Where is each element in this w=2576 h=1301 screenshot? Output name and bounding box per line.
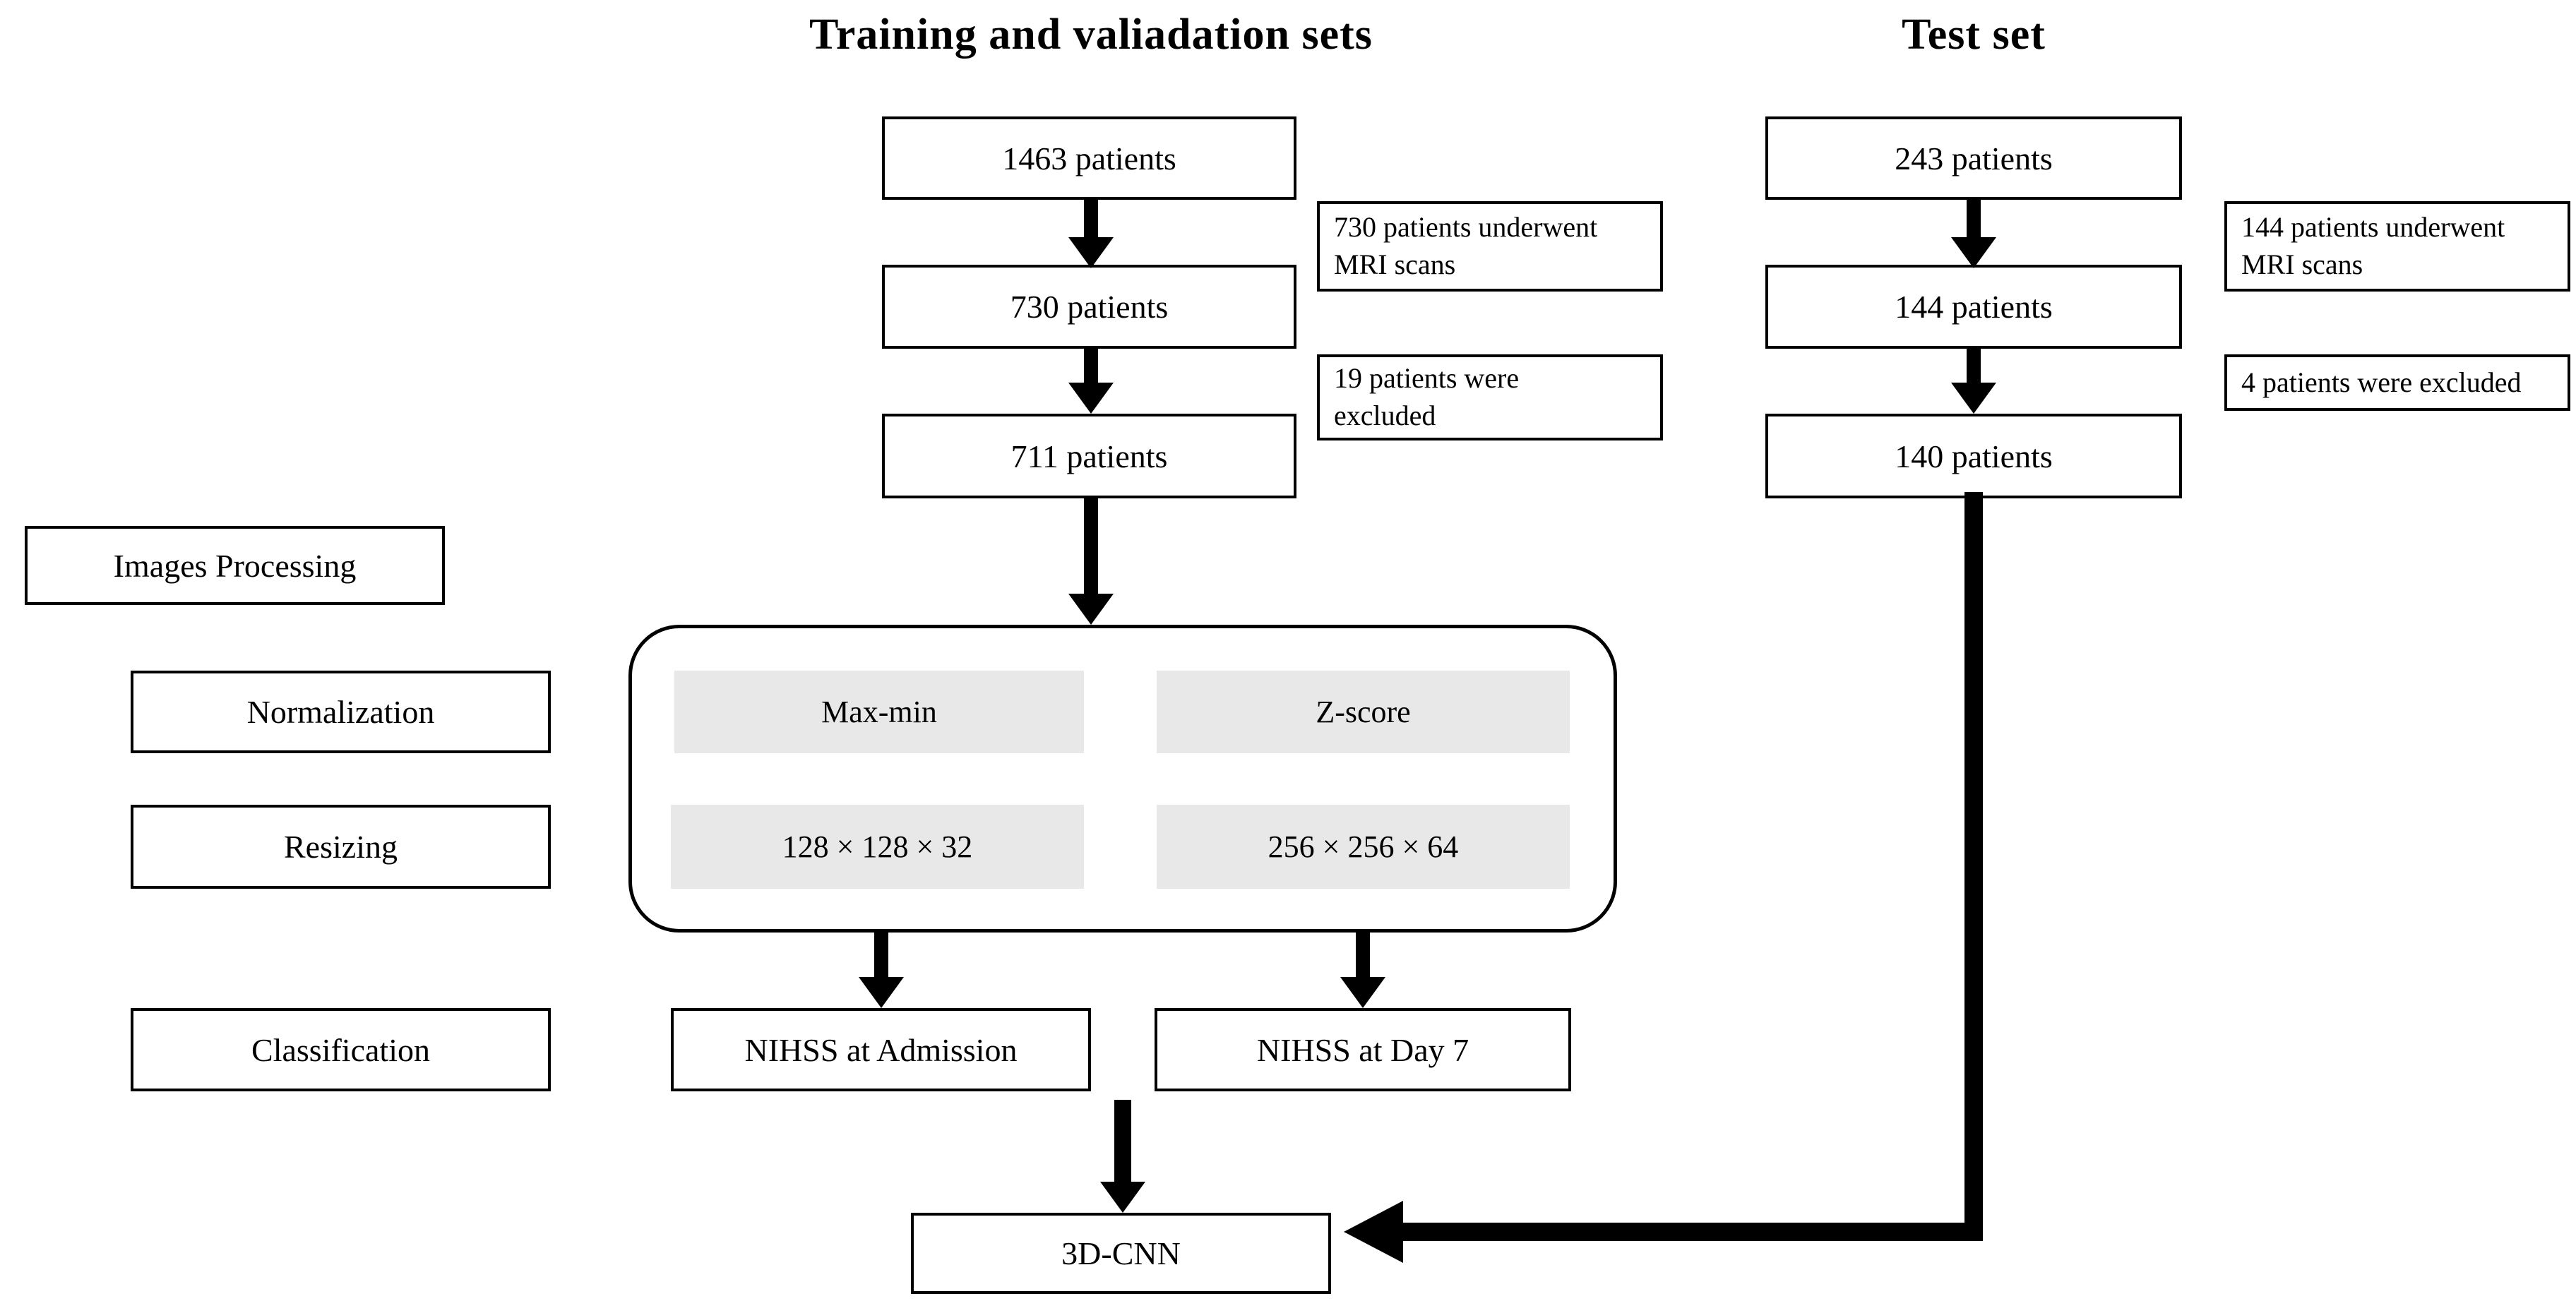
arrow-head bbox=[1068, 594, 1114, 625]
arrow-711-to-processing-icon bbox=[1068, 498, 1114, 625]
arrow-shaft bbox=[1084, 200, 1098, 239]
test-set-elbow-vertical-line bbox=[1964, 492, 1983, 1241]
box-144-patients: 144 patients bbox=[1765, 265, 2182, 349]
arrow-head bbox=[1340, 977, 1385, 1008]
arrow-shaft bbox=[1967, 349, 1981, 384]
label-normalization: Normalization bbox=[131, 671, 551, 753]
test-set-elbow-horizontal-line bbox=[1402, 1223, 1983, 1241]
label-classification: Classification bbox=[131, 1008, 551, 1091]
training-validation-title: Training and valiadation sets bbox=[809, 11, 1373, 59]
arrow-shaft bbox=[1114, 1100, 1131, 1183]
arrow-730-to-711-icon bbox=[1068, 349, 1114, 414]
note-730-underwent-mri: 730 patients underwent MRI scans bbox=[1317, 201, 1663, 292]
box-730-patients: 730 patients bbox=[882, 265, 1296, 349]
arrow-head bbox=[1100, 1182, 1145, 1213]
test-set-title: Test set bbox=[1902, 11, 2046, 59]
arrow-head bbox=[1951, 383, 1996, 414]
arrow-1463-to-730-icon bbox=[1068, 200, 1114, 268]
label-resizing: Resizing bbox=[131, 805, 551, 889]
chip-dim-128x128x32: 128 × 128 × 32 bbox=[671, 805, 1084, 889]
chip-z-score: Z-score bbox=[1157, 671, 1570, 753]
note-19-excluded: 19 patients were excluded bbox=[1317, 354, 1663, 440]
arrow-shaft bbox=[1084, 498, 1098, 595]
arrow-144-to-140-icon bbox=[1951, 349, 1996, 414]
box-1463-patients: 1463 patients bbox=[882, 116, 1296, 200]
note-4-excluded: 4 patients were excluded bbox=[2224, 354, 2570, 411]
arrow-processing-to-nihss-day7-icon bbox=[1340, 933, 1385, 1008]
box-140-patients: 140 patients bbox=[1765, 414, 2182, 498]
label-images-processing: Images Processing bbox=[25, 526, 445, 605]
box-3d-cnn: 3D-CNN bbox=[911, 1213, 1331, 1294]
note-144-underwent-mri: 144 patients underwent MRI scans bbox=[2224, 201, 2570, 292]
chip-dim-256x256x64: 256 × 256 × 64 bbox=[1157, 805, 1570, 889]
left-arrow-head-icon bbox=[1344, 1201, 1403, 1263]
box-711-patients: 711 patients bbox=[882, 414, 1296, 498]
arrow-243-to-144-icon bbox=[1951, 200, 1996, 268]
arrow-shaft bbox=[1084, 349, 1098, 384]
arrow-head bbox=[1068, 237, 1114, 268]
arrow-head bbox=[859, 977, 904, 1008]
box-243-patients: 243 patients bbox=[1765, 116, 2182, 200]
arrow-head bbox=[1951, 237, 1996, 268]
box-nihss-day7: NIHSS at Day 7 bbox=[1155, 1008, 1571, 1091]
chip-max-min: Max-min bbox=[674, 671, 1084, 753]
arrow-head bbox=[1068, 383, 1114, 414]
arrow-shaft bbox=[1356, 933, 1370, 978]
arrow-classification-to-cnn-icon bbox=[1100, 1100, 1145, 1213]
box-nihss-admission: NIHSS at Admission bbox=[671, 1008, 1091, 1091]
arrow-shaft bbox=[874, 933, 888, 978]
arrow-shaft bbox=[1967, 200, 1981, 239]
arrow-processing-to-nihss-admission-icon bbox=[859, 933, 904, 1008]
